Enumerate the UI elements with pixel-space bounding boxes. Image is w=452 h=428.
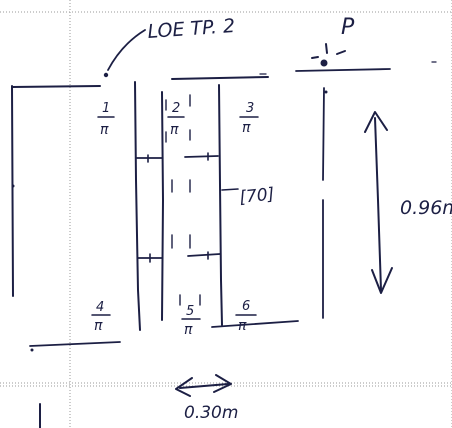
bottom-line-left (29, 341, 121, 347)
cell-1: 1 π (97, 101, 115, 138)
cell-4-symbol: π (94, 318, 103, 334)
cell-2: 2 π (167, 101, 185, 138)
point-p: P (259, 15, 437, 75)
height-dimension-arrow (364, 111, 393, 294)
cell-4-number: 4 (96, 300, 104, 315)
callout-leader (221, 188, 239, 191)
loe-leader-line (107, 29, 146, 71)
cell-5: 5 π (181, 304, 201, 338)
cell-1-symbol: π (100, 122, 109, 138)
cell-6-number: 6 (242, 299, 250, 314)
cell-1-number: 1 (102, 101, 110, 116)
loe-point-dot (103, 72, 109, 78)
loe-label: LOE TP. 2 (147, 15, 236, 43)
cell-2-number: 2 (172, 101, 180, 116)
cell-4: 4 π (91, 300, 111, 334)
right-post (322, 87, 325, 319)
cell-5-symbol: π (184, 322, 193, 338)
height-dimension-label: 0.96m (400, 197, 452, 219)
point-label: P (341, 15, 355, 40)
width-dimension-label: 0.30m (184, 403, 238, 423)
cell-2-symbol: π (170, 122, 179, 138)
shelves (135, 152, 221, 263)
cabinet-outline (134, 76, 269, 331)
cell-5-number: 5 (186, 304, 194, 319)
cell-6-symbol: π (238, 318, 247, 334)
cell-3-number: 3 (246, 101, 254, 116)
bottom-line-right (211, 320, 299, 328)
cell-6: 6 π (235, 299, 257, 334)
cell-3-symbol: π (242, 120, 251, 136)
left-wall (11, 85, 101, 297)
width-dimension-arrow (175, 374, 232, 397)
callout-label: [70] (238, 184, 275, 208)
cell-3: 3 π (239, 101, 259, 136)
